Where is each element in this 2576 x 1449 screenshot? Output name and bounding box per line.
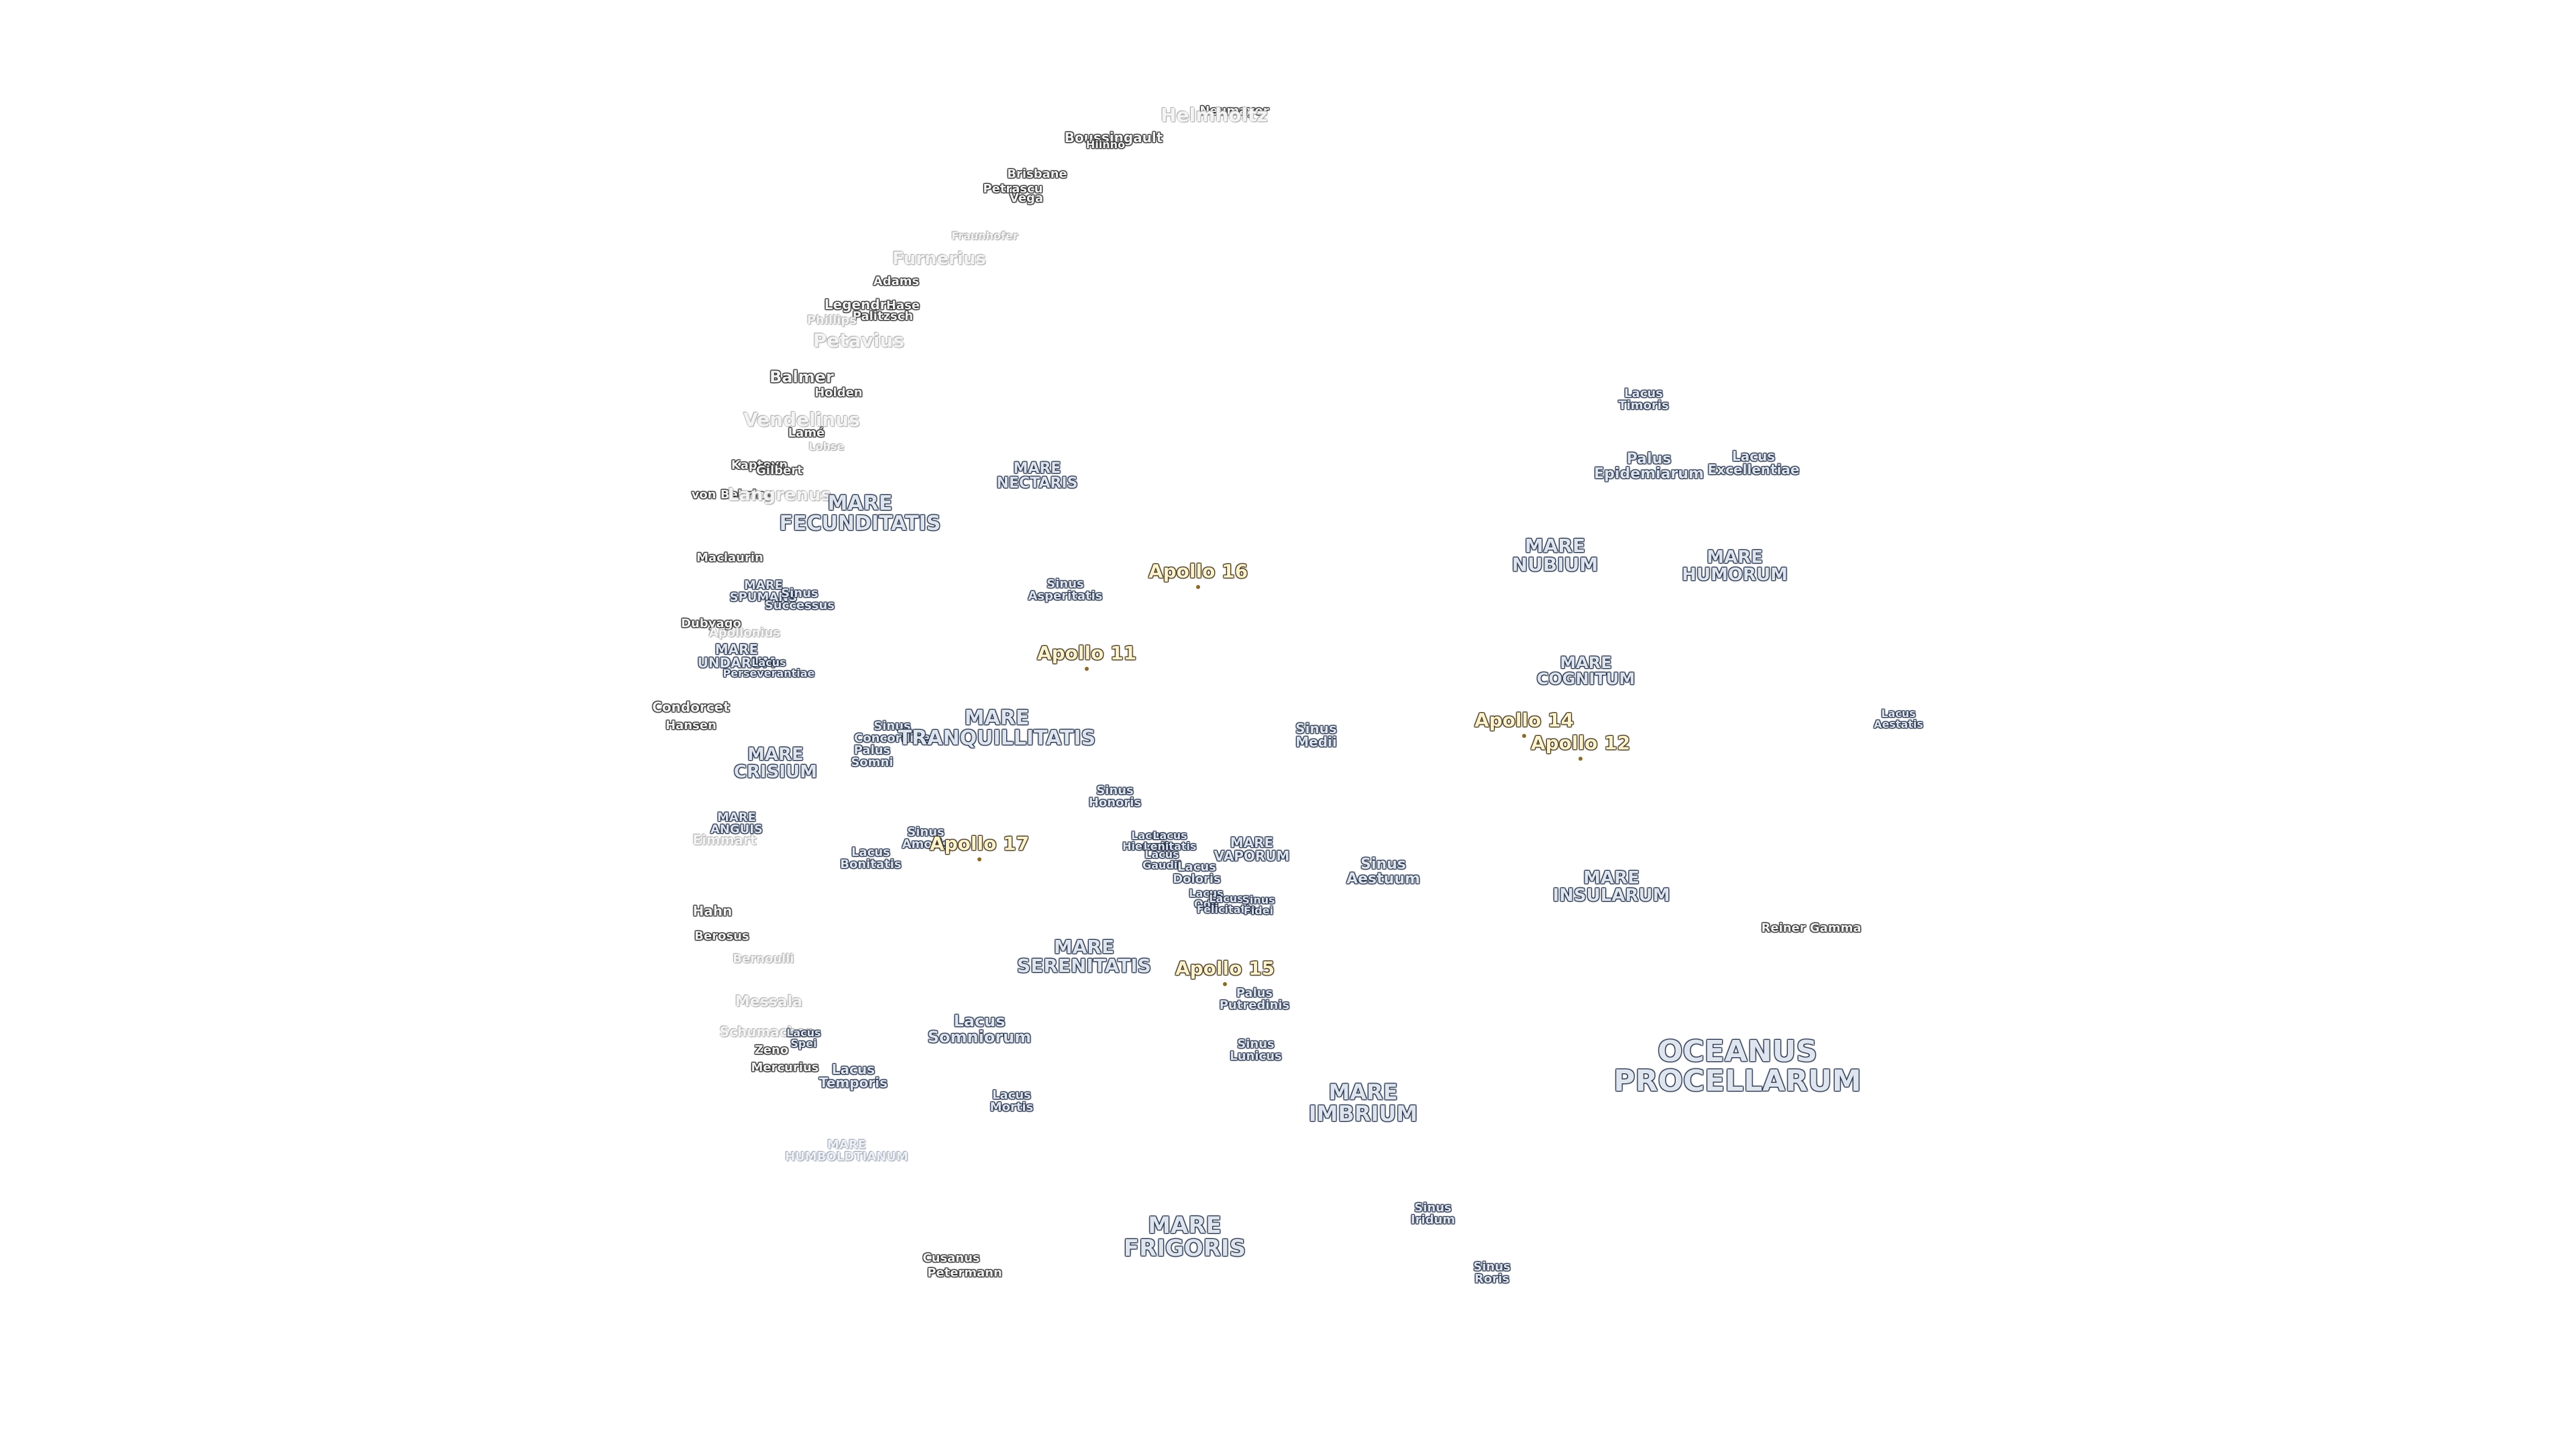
feature-label-lacus-hiemalis: Lacus Hiemalis — [1122, 829, 1175, 853]
feature-label-mare-spumans: MARE SPUMANS — [729, 578, 798, 604]
crater-label-fraunhofer: Fraunhofer — [951, 229, 1018, 242]
landing-site-marker-icon — [1578, 757, 1582, 761]
crater-label-petavius: Petavius — [812, 329, 905, 352]
landing-site-marker-icon — [1085, 667, 1089, 671]
crater-label-zeno: Zeno — [754, 1043, 789, 1057]
crater-label-hansen: Hansen — [665, 718, 716, 733]
feature-label-lacus-aestatis: Lacus Aestatis — [1874, 707, 1923, 731]
crater-label-dubyago: Dubyago — [681, 616, 741, 631]
feature-label-lacus-excellentiae: Lacus Excellentiae — [1707, 448, 1800, 478]
feature-label-sinus-roris: Sinus Roris — [1473, 1260, 1511, 1286]
crater-label-palitzsch: Palitzsch — [852, 309, 914, 323]
crater-label-petrascu: Petrascu — [983, 182, 1043, 196]
crater-label-brisbane: Brisbane — [1007, 167, 1067, 181]
feature-label-mare-fecunditatis: MARE FECUNDITATIS — [779, 492, 941, 535]
feature-label-lacus-temporis: Lacus Temporis — [818, 1061, 888, 1091]
landing-site-marker-icon — [1223, 982, 1227, 986]
feature-label-lacus-gaudii: Lacus Gaudii — [1142, 848, 1181, 871]
feature-label-sinus-iridum: Sinus Iridum — [1410, 1201, 1456, 1227]
feature-label-lacus-bonitatis: Lacus Bonitatis — [840, 845, 902, 871]
crater-label-lame: Lamé — [788, 426, 825, 440]
feature-label-mare-anguis: MARE ANGUIS — [710, 810, 763, 837]
feature-label-oceanus-procellarum: OCEANUS PROCELLARUM — [1613, 1034, 1862, 1098]
crater-label-cusanus: Cusanus — [922, 1251, 980, 1265]
crater-label-lohse: Lohse — [808, 440, 845, 453]
crater-label-apollonius: Apollonius — [708, 626, 781, 640]
feature-label-sinus-fidei: Sinus Fidei — [1242, 894, 1275, 917]
feature-label-mare-frigoris: MARE FRIGORIS — [1123, 1212, 1246, 1262]
landing-site-apollo-12: Apollo 12 — [1530, 732, 1631, 754]
crater-label-vega: Vega — [1009, 191, 1044, 205]
feature-label-palus-somni: Palus Somni — [851, 743, 894, 769]
landing-site-marker-icon — [1196, 585, 1200, 589]
feature-label-sinus-successus: Sinus Successus — [764, 586, 835, 612]
crater-label-kapteyn: Kapteyn — [731, 458, 788, 472]
feature-label-lacus-perseverantiae: Lacus Perseverantiae — [722, 656, 815, 680]
feature-label-mare-imbrium: MARE IMBRIUM — [1308, 1079, 1418, 1126]
feature-label-sinus-asperitatis: Sinus Asperitatis — [1028, 577, 1103, 603]
crater-label-phillips: Phillips — [806, 313, 857, 327]
crater-label-hahn: Hahn — [692, 903, 733, 919]
feature-label-mare-humorum: MARE HUMORUM — [1682, 547, 1788, 585]
landing-site-apollo-17: Apollo 17 — [929, 833, 1030, 855]
feature-label-mare-crisium: MARE CRISIUM — [733, 745, 818, 782]
feature-label-lacus-doloris: Lacus Doloris — [1173, 860, 1221, 886]
crater-label-mercurius: Mercurius — [751, 1061, 819, 1075]
feature-label-mare-vaporum: MARE VAPORUM — [1214, 835, 1290, 864]
feature-label-palus-epidemiarum: Palus Epidemiarum — [1594, 451, 1704, 482]
feature-label-mare-serenitatis: MARE SERENITATIS — [1017, 936, 1151, 977]
landing-site-marker-icon — [1522, 734, 1526, 738]
landing-site-apollo-15: Apollo 15 — [1175, 957, 1275, 979]
feature-label-sinus-concordiae: Sinus Concordiae — [854, 719, 930, 745]
landing-site-apollo-11: Apollo 11 — [1036, 642, 1137, 664]
crater-label-messala: Messala — [735, 994, 803, 1010]
feature-label-mare-insularum: MARE INSULARUM — [1552, 868, 1670, 906]
landing-site-apollo-14: Apollo 14 — [1474, 709, 1574, 731]
crater-label-balmer: Balmer — [769, 368, 834, 386]
feature-label-lacus-somniorum: Lacus Somniorum — [927, 1012, 1032, 1046]
crater-label-von-behring: von Behring — [691, 488, 774, 502]
feature-label-palus-putredinis: Palus Putredinis — [1219, 986, 1290, 1012]
crater-label-eimmart: Eimmart — [692, 832, 757, 848]
crater-label-bernoulli: Bernoulli — [733, 952, 794, 966]
feature-label-lacus-lenitatis: Lacus Lenitatis — [1143, 829, 1197, 853]
feature-label-sinus-aestuum: Sinus Aestuum — [1346, 856, 1420, 888]
feature-label-sinus-lunicus: Sinus Lunicus — [1230, 1037, 1282, 1063]
crater-label-reiner-gamma: Reiner Gamma — [1761, 921, 1862, 935]
crater-label-holden: Holden — [814, 386, 863, 400]
feature-label-sinus-medii: Sinus Medii — [1295, 720, 1337, 750]
crater-label-langrenus: Langrenus — [727, 485, 832, 505]
crater-label-furnerius: Furnerius — [892, 249, 986, 269]
landing-site-marker-icon — [977, 857, 981, 861]
feature-label-lacus-odii: Lacus Odii — [1189, 887, 1224, 910]
feature-label-mare-nubium: MARE NUBIUM — [1511, 535, 1599, 576]
crater-label-vendelinus: Vendelinus — [743, 409, 860, 431]
feature-label-sinus-amoris: Sinus Amoris — [902, 825, 950, 851]
crater-label-neumayer: Neumayer — [1199, 104, 1269, 118]
crater-label-adams: Adams — [873, 274, 920, 288]
crater-label-maclaurin: Maclaurin — [696, 551, 763, 565]
feature-label-mare-undarum: MARE UNDARUM — [697, 641, 776, 671]
feature-label-lacus-felicitatis: Lacus Felicitatis — [1196, 892, 1256, 916]
crater-label-hiinno: Hiinno — [1085, 138, 1126, 151]
feature-label-lacus-mortis: Lacus Mortis — [989, 1088, 1034, 1114]
landing-site-apollo-16: Apollo 16 — [1148, 560, 1248, 582]
crater-label-boussingault: Boussingault — [1064, 129, 1163, 146]
feature-label-mare-cognitum: MARE COGNITUM — [1536, 653, 1635, 688]
crater-label-petermann: Petermann — [927, 1266, 1002, 1280]
crater-label-hase: Hase — [885, 299, 920, 313]
feature-label-mare-humboldtianum: MARE HUMBOLDTIANUM — [785, 1138, 908, 1164]
feature-label-sinus-honoris: Sinus Honoris — [1088, 784, 1142, 810]
feature-label-lacus-timoris: Lacus Timoris — [1618, 386, 1669, 413]
crater-label-berosus: Berosus — [694, 929, 749, 943]
feature-label-lacus-spei: Lacus Spei — [786, 1026, 821, 1050]
crater-label-legendre: Legendre — [824, 297, 896, 313]
feature-label-mare-tranquillitatis: MARE TRANQUILLITATIS — [898, 706, 1096, 750]
crater-label-schumacher: Schumacher — [719, 1024, 813, 1040]
crater-label-helmholtz: Helmholtz — [1161, 104, 1268, 126]
crater-label-condorcet: Condorcet — [652, 699, 730, 715]
crater-label-gilbert: Gilbert — [756, 464, 803, 478]
feature-label-mare-nectaris: MARE NECTARIS — [996, 460, 1078, 492]
